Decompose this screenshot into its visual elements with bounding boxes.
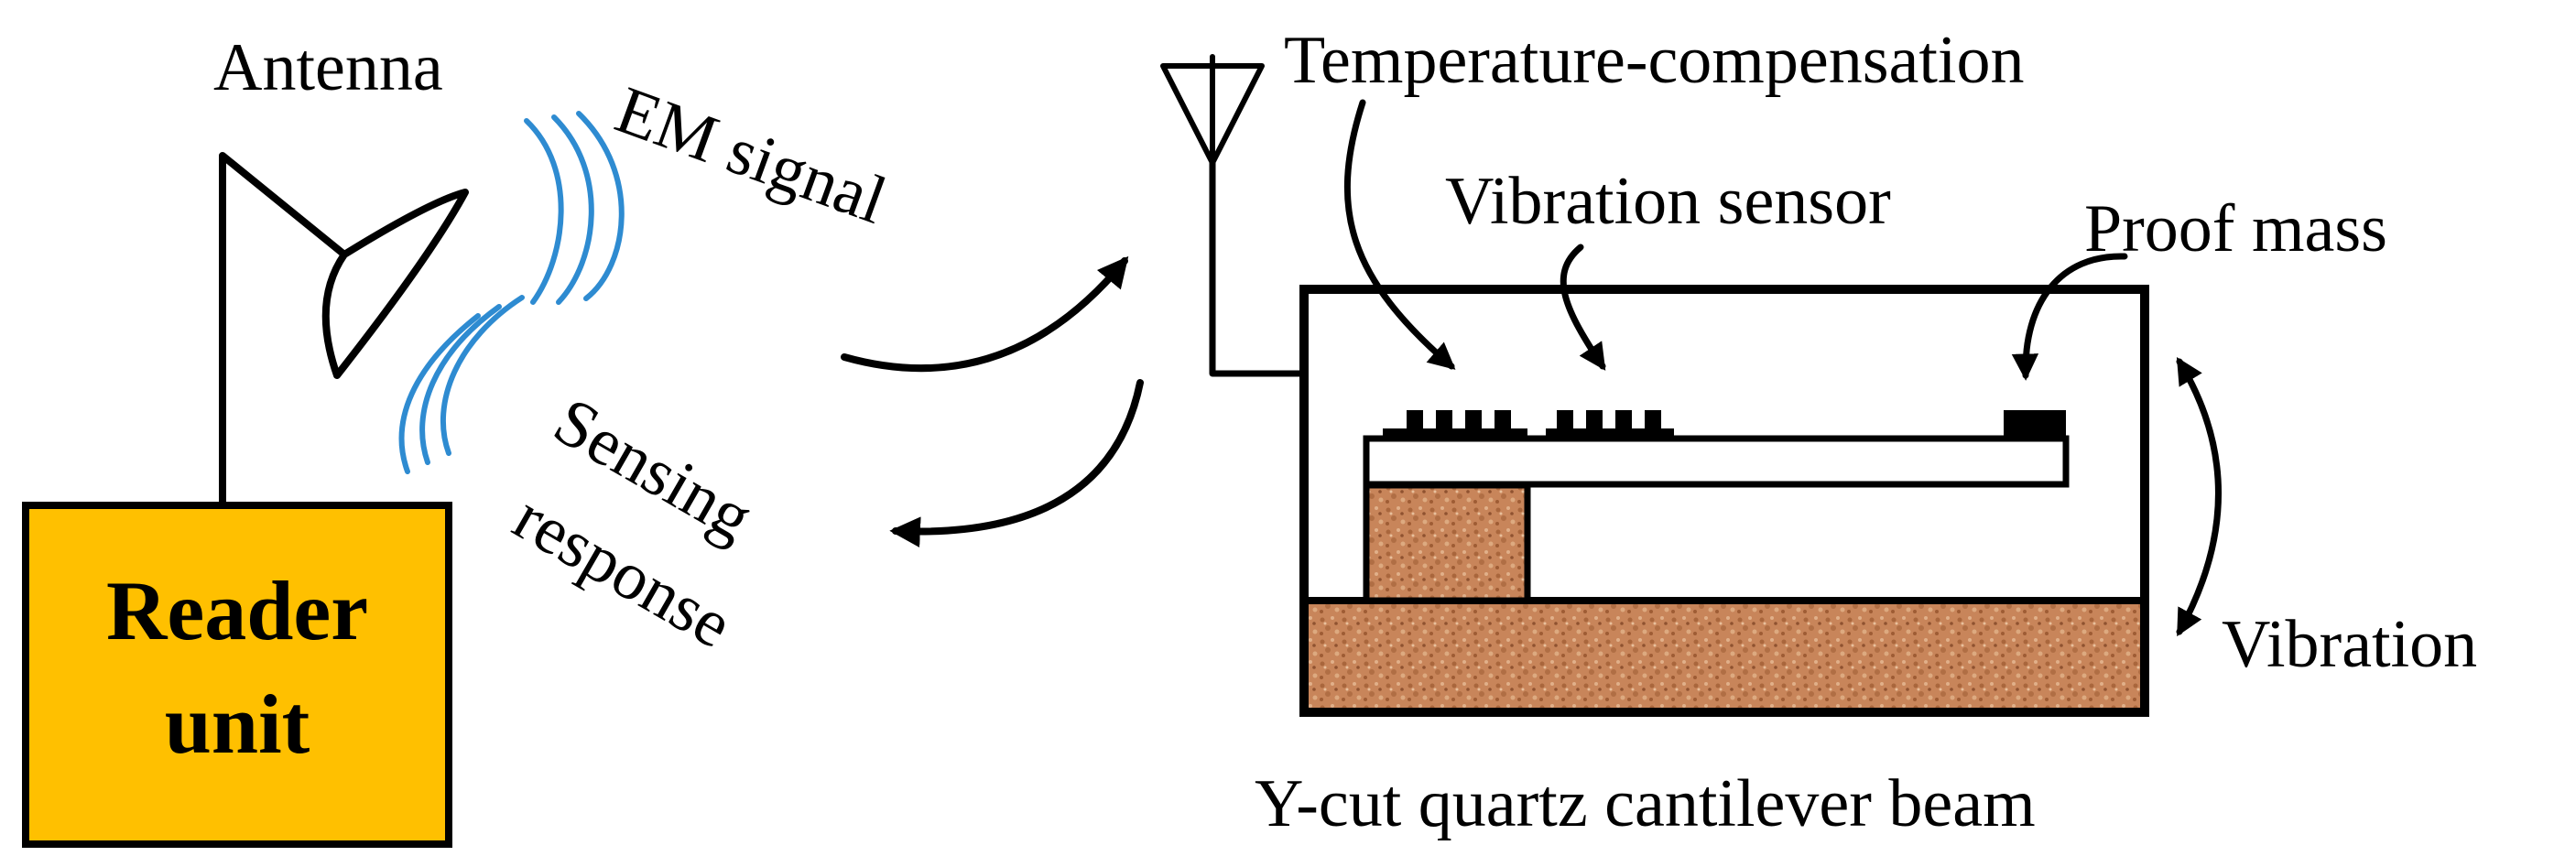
reader-antenna-icon (219, 152, 469, 509)
cantilever-beam-caption: Y-cut quartz cantilever beam (1255, 766, 2036, 841)
cantilever-beam (1363, 435, 2070, 488)
proof-mass-label: Proof mass (2084, 191, 2387, 266)
beam-anchor (1363, 482, 1531, 604)
temperature-compensation-electrode (1383, 410, 1527, 439)
proof-mass (2004, 410, 2066, 439)
vibration-sensor-label: Vibration sensor (1445, 164, 1891, 239)
vibration-double-arrow (2176, 356, 2222, 637)
reader-unit-box (22, 502, 452, 848)
vibration-sensor-electrode (1546, 410, 1674, 439)
em-signal-arrow (841, 255, 1129, 373)
sensing-response-arrow (889, 379, 1144, 547)
em-signal-waves (524, 111, 625, 305)
vibration-label: Vibration (2222, 607, 2477, 682)
antenna-label: Antenna (213, 30, 443, 105)
reader-unit-label-line1: Reader (106, 564, 368, 657)
sensing-response-waves (398, 295, 525, 474)
temperature-compensation-label: Temperature-compensation (1284, 23, 2024, 98)
reader-unit-label-line2: unit (165, 677, 310, 771)
proof-mass-pointer (2011, 253, 2128, 381)
vibration-sensor-pointer (1560, 244, 1606, 371)
quartz-substrate (1309, 602, 2140, 708)
em-signal-label: EM signal (606, 72, 896, 239)
temperature-compensation-pointer (1343, 99, 1456, 370)
